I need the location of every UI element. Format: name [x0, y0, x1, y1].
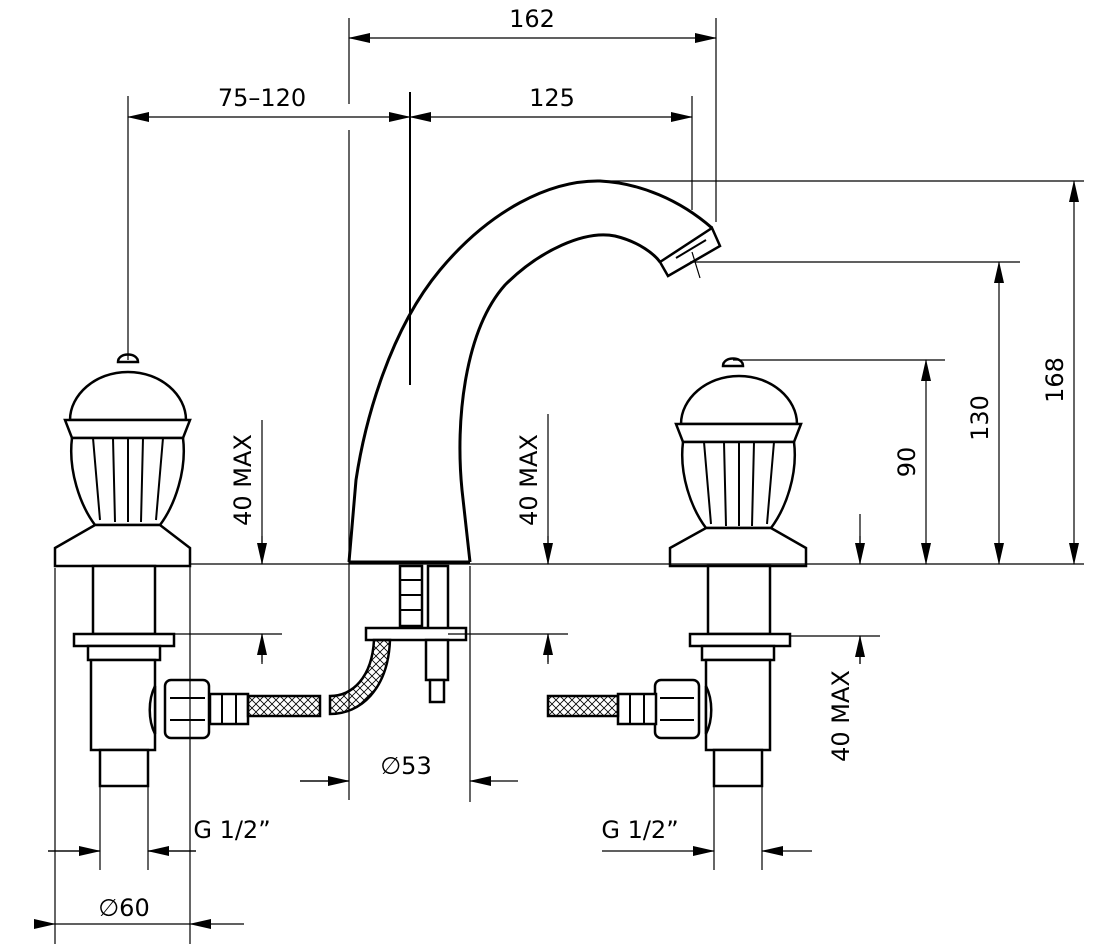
- right-handle: [546, 357, 808, 788]
- aerator: [658, 226, 722, 278]
- label-40max-center: 40 MAX: [515, 434, 543, 526]
- left-handle: [53, 353, 322, 788]
- label-40max-right: 40 MAX: [827, 670, 855, 762]
- dimension-lines: [34, 33, 1079, 929]
- label-d60: ∅60: [98, 894, 149, 922]
- label-90: 90: [893, 447, 921, 478]
- extension-lines: [54, 18, 1084, 944]
- dimension-labels: 162 75–120 125 168 130 90 40 MAX 40 MAX …: [98, 5, 1069, 922]
- label-d53: ∅53: [380, 752, 431, 780]
- label-162: 162: [509, 5, 555, 33]
- center-mounting: [328, 564, 468, 716]
- label-75-120: 75–120: [218, 84, 306, 112]
- label-168: 168: [1041, 357, 1069, 403]
- label-40max-left: 40 MAX: [229, 434, 257, 526]
- label-g-right: G 1/2”: [601, 816, 678, 844]
- label-g-left: G 1/2”: [193, 816, 270, 844]
- label-125: 125: [529, 84, 575, 112]
- label-130: 130: [966, 395, 994, 441]
- spout: [347, 92, 722, 564]
